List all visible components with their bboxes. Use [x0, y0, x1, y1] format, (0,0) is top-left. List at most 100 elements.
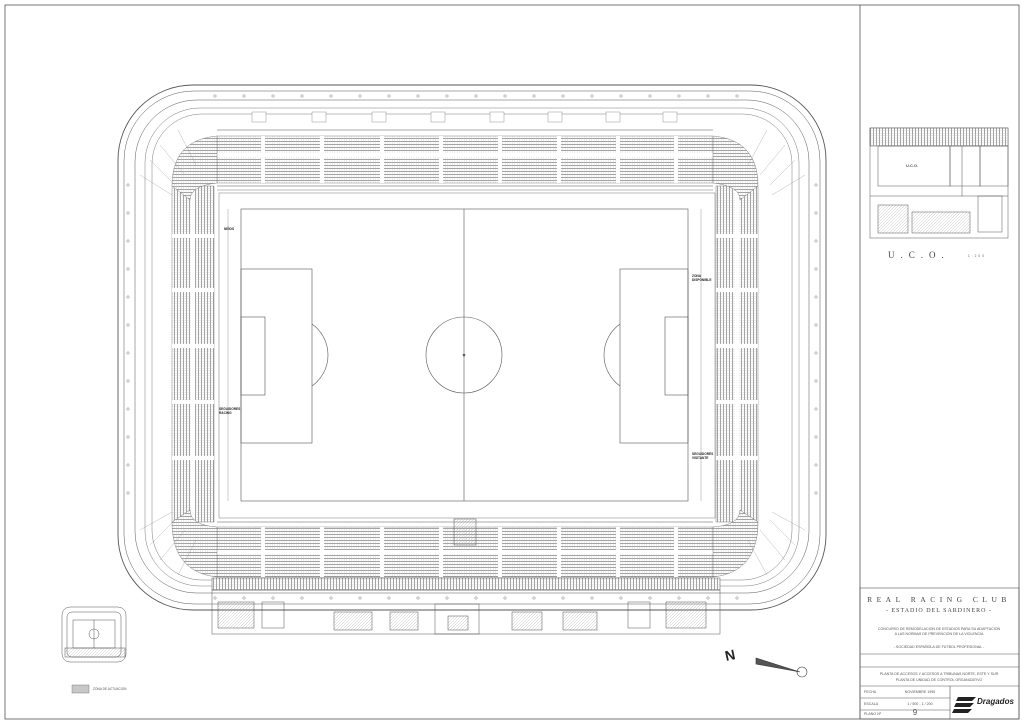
tb-plan-number: 9	[912, 708, 918, 717]
tb-project-line2: A LAS NORMAS DE PREVENCION DE LA VIOLENC…	[894, 632, 984, 636]
column-marker	[619, 94, 623, 98]
label-zona-disponible: ZONA DISPONIBLE	[692, 274, 711, 282]
column-marker	[503, 94, 507, 98]
label-zona-line2: DISPONIBLE	[692, 278, 712, 282]
stadium-plan	[117, 84, 827, 635]
column-marker	[329, 94, 333, 98]
column-marker	[242, 94, 246, 98]
column-marker	[590, 94, 594, 98]
legend-swatch-label: ZONA DE ACTUACION	[93, 687, 127, 691]
column-marker	[814, 183, 818, 187]
label-seguidores-visitante: SEGUIDORES VISITANTE	[692, 452, 713, 460]
uco-title: U.C.O.	[888, 250, 950, 260]
tb-date-value: NOVIEMBRE 1995	[904, 690, 936, 694]
tb-date-label: FECHA	[864, 690, 877, 694]
dragados-logo-text: Dragados	[977, 697, 1014, 706]
column-marker	[814, 379, 818, 383]
column-marker	[416, 94, 420, 98]
column-marker	[619, 596, 623, 600]
north-arrow-icon	[755, 657, 808, 678]
tb-league: - SOCIEDAD ESPAÑOLA DE FUTBOL PROFESIONA…	[893, 645, 985, 649]
column-marker	[271, 94, 275, 98]
column-marker	[474, 94, 478, 98]
column-marker	[358, 596, 362, 600]
column-marker	[706, 596, 710, 600]
column-marker	[126, 239, 130, 243]
column-marker	[213, 596, 217, 600]
uco-inset-plan	[869, 127, 1009, 239]
column-marker	[126, 323, 130, 327]
column-marker	[814, 351, 818, 355]
column-marker	[735, 596, 739, 600]
column-marker	[677, 596, 681, 600]
football-pitch	[218, 192, 716, 519]
column-marker	[213, 94, 217, 98]
column-marker	[814, 323, 818, 327]
title-block: REAL RACING CLUB - ESTADIO DEL SARDINERO…	[860, 588, 1018, 718]
structural-column-markers	[126, 94, 818, 600]
column-marker	[271, 596, 275, 600]
column-marker	[358, 94, 362, 98]
column-marker	[126, 183, 130, 187]
column-marker	[814, 435, 818, 439]
tb-drawing-line1: PLANTA DE ACCESOS Y ACCESOS A TRIBUNAS N…	[879, 672, 999, 676]
column-marker	[126, 491, 130, 495]
column-marker	[445, 94, 449, 98]
column-marker	[503, 596, 507, 600]
uco-scale-caption: 1:200	[968, 254, 986, 258]
tb-club: REAL RACING CLUB	[867, 595, 1011, 604]
column-marker	[532, 596, 536, 600]
column-marker	[126, 379, 130, 383]
tb-scale-label: ESCALA	[864, 702, 879, 706]
uco-inset-title: U.C.O.	[906, 163, 919, 168]
column-marker	[300, 596, 304, 600]
tb-stadium: - ESTADIO DEL SARDINERO -	[886, 608, 992, 614]
column-marker	[329, 596, 333, 600]
column-marker	[416, 596, 420, 600]
label-racing-line1: SEGUIDORES	[219, 407, 241, 411]
column-marker	[532, 94, 536, 98]
column-marker	[814, 295, 818, 299]
column-marker	[648, 94, 652, 98]
label-seguidores-racing: SEGUIDORES RACING	[219, 407, 240, 415]
legend-swatch	[71, 684, 90, 694]
label-visitante-line1: SEGUIDORES	[692, 452, 714, 456]
column-marker	[814, 407, 818, 411]
column-marker	[677, 94, 681, 98]
tb-scale-value: 1 / 500 - 1 / 200	[907, 702, 933, 706]
column-marker	[814, 211, 818, 215]
column-marker	[814, 463, 818, 467]
column-marker	[387, 596, 391, 600]
label-racing-line2: RACING	[219, 411, 232, 415]
label-zona-line1: ZONA	[692, 274, 702, 278]
column-marker	[126, 267, 130, 271]
label-visitante-line2: VISITANTE	[692, 456, 709, 460]
column-marker	[735, 94, 739, 98]
column-marker	[814, 491, 818, 495]
dragados-logo-icon	[952, 697, 976, 713]
south-access-building	[211, 577, 721, 635]
column-marker	[561, 596, 565, 600]
column-marker	[387, 94, 391, 98]
title-block-frame	[859, 587, 1020, 720]
column-marker	[126, 211, 130, 215]
column-marker	[126, 463, 130, 467]
column-marker	[814, 239, 818, 243]
tb-plan-label: PLANO Nº	[864, 712, 882, 716]
column-marker	[590, 596, 594, 600]
column-marker	[126, 407, 130, 411]
column-marker	[126, 295, 130, 299]
column-marker	[474, 596, 478, 600]
location-key-plan	[61, 606, 127, 663]
column-marker	[445, 596, 449, 600]
column-marker	[648, 596, 652, 600]
column-marker	[126, 435, 130, 439]
label-ninos: NIÑOS	[224, 227, 235, 231]
column-marker	[814, 267, 818, 271]
column-marker	[706, 94, 710, 98]
column-marker	[126, 351, 130, 355]
column-marker	[300, 94, 304, 98]
column-marker	[561, 94, 565, 98]
tb-drawing-line2: PLANTA DE UNIDAD DE CONTROL ORGANIZATIVO	[895, 678, 983, 682]
